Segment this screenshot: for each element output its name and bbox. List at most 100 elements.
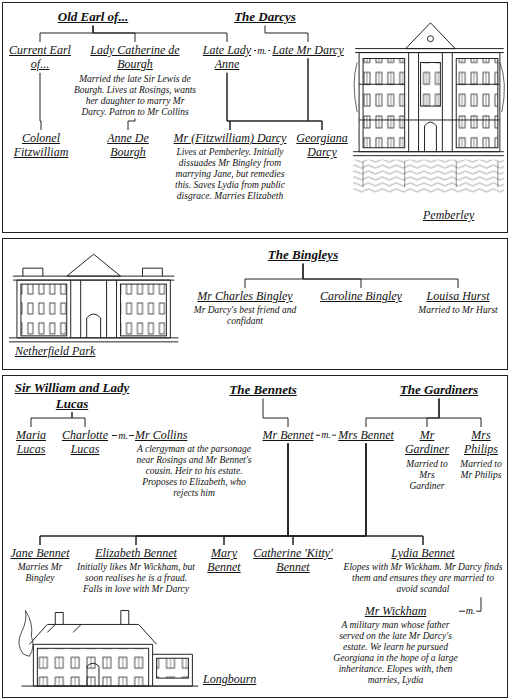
family-line — [40, 443, 288, 545]
person-entry: Louisa HurstMarried to Mr Hurst — [413, 289, 503, 316]
family-line — [230, 58, 308, 130]
family-line — [263, 399, 288, 427]
person-name: Late Lady Anne — [201, 43, 253, 72]
family-line — [40, 73, 41, 130]
person-name: Lady Catherine de Bourgh — [73, 43, 197, 72]
person-name: Current Earl of... — [9, 43, 71, 72]
family-line — [128, 118, 135, 130]
person-description: A clergyman at the parsonage near Rosing… — [135, 444, 253, 499]
person-name: Louisa Hurst — [413, 289, 503, 303]
person-name: Mr Bennet — [261, 428, 315, 442]
family-line — [293, 443, 366, 545]
person-entry: Lydia BennetElopes with Mr Wickham. Mr D… — [343, 546, 503, 595]
person-description: Lives at Pemberley. Initially dissuades … — [169, 147, 291, 202]
person-name: Mary Bennet — [201, 546, 247, 575]
person-name: Maria Lucas — [9, 428, 53, 457]
person-entry: Late Lady Anne — [201, 43, 253, 72]
person-description: Married to Mrs Gardiner — [401, 459, 453, 492]
family-heading-text: Old Earl of... — [33, 9, 153, 25]
family-panel: Netherfield Park The Bingleys Mr Charles B… — [2, 238, 508, 370]
person-name: Mrs Bennet — [337, 428, 395, 442]
family-line — [136, 443, 288, 545]
person-entry: Late Mr Darcy — [271, 43, 345, 57]
family-heading: Old Earl of... — [33, 9, 153, 25]
person-entry: Mr Collins A clergyman at the parsonage n… — [135, 428, 253, 499]
family-heading-text: The Gardiners — [385, 382, 493, 398]
person-name: Mr Wickham — [333, 604, 458, 618]
family-heading: The Bingleys — [253, 247, 353, 263]
family-heading: The Bennets — [215, 382, 311, 398]
person-entry: Mrs PhilipsMarried to Mr Philips — [457, 428, 505, 481]
family-line — [366, 399, 439, 427]
person-name: Mr Charles Bingley — [183, 289, 307, 303]
person-entry: Mrs Bennet — [337, 428, 395, 442]
person-description: Initially likes Mr Wickham, but soon rea… — [77, 562, 195, 595]
person-entry: Georgiana Darcy — [295, 131, 349, 160]
person-name: Elizabeth Bennet — [77, 546, 195, 560]
house-label: Longbourn — [203, 672, 256, 687]
family-panel: Pemberley Old Earl of... The DarcysCurrent… — [2, 2, 508, 233]
person-name: Caroline Bingley — [315, 289, 407, 303]
person-name: Jane Bennet — [9, 546, 71, 560]
person-entry: Maria Lucas — [9, 428, 53, 457]
family-line — [366, 443, 423, 545]
person-entry: Caroline Bingley — [315, 289, 407, 303]
person-entry: Anne De Bourgh — [97, 131, 159, 160]
family-line — [303, 264, 361, 288]
family-heading: The Gardiners — [385, 382, 493, 398]
family-heading: Sir William and Lady Lucas — [9, 380, 135, 411]
family-heading-text: The Darcys — [215, 9, 315, 25]
person-entry: Catherine 'Kitty' Bennet — [253, 546, 333, 575]
person-entry: Mary Bennet — [201, 546, 247, 575]
family-line — [40, 443, 366, 545]
person-entry: Lady Catherine de BourghMarried the late… — [73, 43, 197, 117]
family-heading-text: The Bingleys — [253, 247, 353, 263]
house-label: Pemberley — [423, 208, 474, 223]
family-line — [93, 26, 135, 42]
family-line — [72, 412, 85, 427]
marriage-label: m. — [117, 431, 129, 441]
person-name: Mrs Philips — [457, 428, 505, 457]
family-line — [427, 399, 439, 427]
person-name: Lydia Bennet — [343, 546, 503, 560]
person-description: Married to Mr Philips — [457, 459, 505, 481]
house-label: Netherfield Park — [15, 344, 95, 359]
person-entry: Current Earl of... — [9, 43, 71, 72]
person-name: Catherine 'Kitty' Bennet — [253, 546, 333, 575]
family-line — [93, 26, 227, 42]
person-description: Elopes with Mr Wickham. Mr Darcy finds t… — [343, 562, 503, 595]
family-panel: Longbourn Sir William and Lady Lucas The B… — [2, 375, 508, 698]
family-line — [288, 443, 293, 545]
family-heading: The Darcys — [215, 9, 315, 25]
marriage-label: m. — [465, 606, 477, 616]
person-description: Mr Darcy's best friend and confidant — [183, 305, 307, 327]
family-line — [136, 443, 366, 545]
person-entry: Mr Bennet — [261, 428, 315, 442]
marriage-label: m. — [256, 46, 268, 56]
family-line — [245, 264, 303, 288]
family-line — [303, 264, 458, 288]
person-name: Colonel Fitzwilliam — [9, 131, 73, 160]
family-line — [288, 443, 423, 545]
person-name: Anne De Bourgh — [97, 131, 159, 160]
family-heading-text: The Bennets — [215, 382, 311, 398]
marriage-label: m. — [320, 430, 332, 440]
person-entry: Mr GardinerMarried to Mrs Gardiner — [401, 428, 453, 492]
person-name: Georgiana Darcy — [295, 131, 349, 160]
person-description: Marries Mr Bingley — [9, 562, 71, 584]
family-line — [265, 26, 308, 42]
person-entry: Mr Charles Bingley Mr Darcy's best friend… — [183, 289, 307, 327]
person-entry: Elizabeth BennetInitially likes Mr Wickh… — [77, 546, 195, 595]
person-name: Mr (Fitzwilliam) Darcy — [169, 131, 291, 145]
person-name: Late Mr Darcy — [271, 43, 345, 57]
person-name: Mr Gardiner — [401, 428, 453, 457]
person-name: Mr Collins — [135, 428, 253, 442]
family-line — [439, 399, 481, 427]
family-heading-text: Sir William and Lady Lucas — [9, 380, 135, 411]
person-description: A military man whose father served on th… — [333, 620, 458, 686]
person-entry: Mr Wickham A military man whose father se… — [333, 604, 458, 686]
person-description: Married to Mr Hurst — [413, 305, 503, 316]
person-description: Married the late Sir Lewis de Bourgh. Li… — [73, 74, 197, 118]
person-entry: Jane BennetMarries Mr Bingley — [9, 546, 71, 584]
person-entry: Charlotte Lucas — [59, 428, 111, 457]
